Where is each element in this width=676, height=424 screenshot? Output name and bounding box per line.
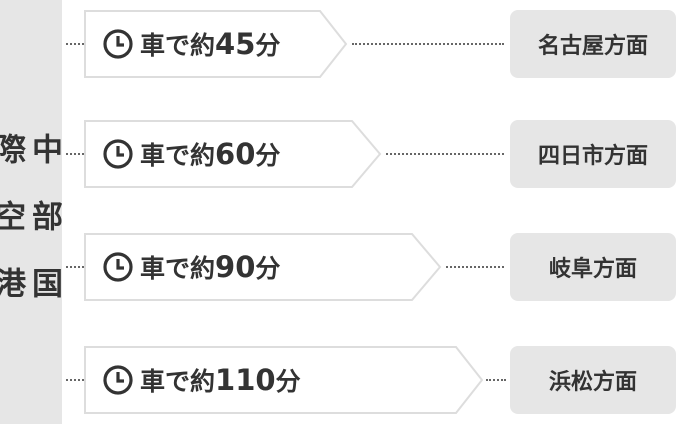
time-arrow: [84, 120, 382, 188]
time-arrow: [84, 10, 348, 78]
travel-time: 車で約90分: [102, 233, 280, 301]
airport-name-char: 港: [0, 266, 25, 298]
travel-time: 車で約110分: [102, 346, 301, 414]
route-row-gifu: 車で約90分 岐阜方面: [62, 233, 676, 301]
clock-icon: [103, 252, 133, 282]
destination-badge: 四日市方面: [510, 120, 676, 188]
airport-name-char: 部: [26, 199, 62, 231]
time-prefix: 車で約: [140, 31, 216, 60]
connector-line: [486, 379, 506, 381]
destination-badge: 名古屋方面: [510, 10, 676, 78]
airport-name-char: 際: [0, 132, 25, 164]
route-row-hamamatsu: 車で約110分 浜松方面: [62, 346, 676, 414]
connector-line: [66, 266, 84, 268]
time-suffix: 分: [255, 31, 281, 60]
destination-badge: 浜松方面: [510, 346, 676, 414]
time-minutes: 90: [215, 250, 256, 284]
time-arrow: [84, 346, 484, 414]
route-row-yokkaichi: 車で約60分 四日市方面: [62, 120, 676, 188]
connector-line: [66, 153, 84, 155]
route-row-nagoya: 車で約45分 名古屋方面: [62, 10, 676, 78]
time-suffix: 分: [275, 367, 301, 396]
connector-line: [66, 43, 84, 45]
airport-name-char: 空: [0, 199, 25, 231]
time-prefix: 車で約: [140, 254, 216, 283]
time-minutes: 110: [215, 363, 276, 397]
travel-time-text: 車で約45分: [140, 26, 280, 62]
time-prefix: 車で約: [140, 367, 216, 396]
airport-name-char: 中: [26, 132, 62, 164]
travel-time-text: 車で約110分: [140, 362, 301, 398]
time-suffix: 分: [255, 254, 281, 283]
clock-icon: [103, 365, 133, 395]
clock-icon: [103, 29, 133, 59]
travel-time: 車で約45分: [102, 10, 280, 78]
airport-name-char: 国: [26, 266, 62, 298]
connector-line: [66, 379, 84, 381]
airport-name: 中 部 国 際 空 港: [0, 100, 62, 330]
travel-time: 車で約60分: [102, 120, 280, 188]
time-minutes: 45: [215, 27, 256, 61]
destination-badge: 岐阜方面: [510, 233, 676, 301]
connector-line: [352, 43, 504, 45]
connector-line: [446, 266, 504, 268]
time-minutes: 60: [215, 137, 256, 171]
travel-time-text: 車で約90分: [140, 249, 280, 285]
connector-line: [386, 153, 504, 155]
travel-time-text: 車で約60分: [140, 136, 280, 172]
time-suffix: 分: [255, 141, 281, 170]
airport-panel: 中 部 国 際 空 港: [0, 0, 62, 424]
clock-icon: [103, 139, 133, 169]
time-prefix: 車で約: [140, 141, 216, 170]
time-arrow: [84, 233, 442, 301]
